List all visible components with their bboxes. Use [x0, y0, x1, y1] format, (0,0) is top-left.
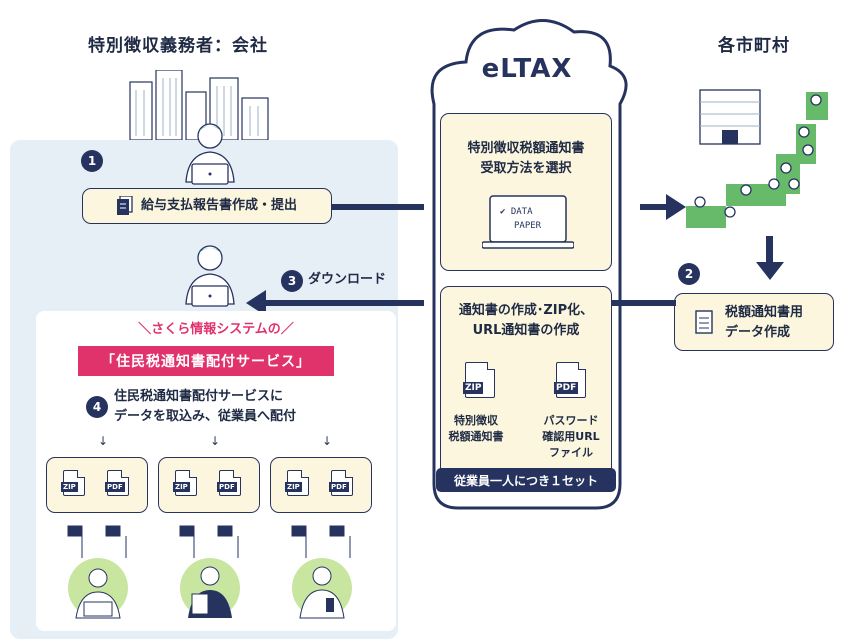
left-title: 特別徴収義務者：会社 [88, 36, 268, 56]
pdf-caption-2: 確認用URL [542, 430, 600, 443]
step-3-label: ダウンロード [308, 272, 387, 287]
arrow-to-city-head [666, 194, 686, 220]
laptop-icon [482, 195, 574, 249]
arrow-download-head [246, 290, 266, 316]
zip-file-icon-large: ZIP [463, 362, 495, 398]
employee-tablet-icon [180, 558, 240, 618]
worker-laptop-icon [185, 123, 235, 185]
pdf-caption-1: パスワード [543, 414, 599, 427]
down-arrow-icon: ↓ [322, 434, 333, 448]
right-title: 各市町村 [718, 36, 790, 56]
document-icon [695, 310, 713, 334]
document-stack-icon [116, 196, 133, 215]
step-1-label: 給与支払報告書作成・提出 [140, 198, 297, 214]
step-2-line1: 税額通知書用 [725, 305, 804, 320]
worker-laptop-2-icon [185, 245, 235, 307]
step-4-line2: データを取込み、従業員へ配付 [114, 409, 297, 424]
step-2-box: 税額通知書用 データ作成 [674, 293, 834, 351]
step-1-box: 給与支払報告書作成・提出 [82, 188, 332, 224]
step-3-badge: 3 [281, 270, 303, 292]
eltax-create-line2: URL通知書の作成 [472, 323, 580, 338]
eltax-title: eLTAX [481, 54, 573, 84]
per-employee-footer: 従業員一人につき１セット [436, 468, 616, 492]
laptop-paper-label: PAPER [514, 221, 542, 231]
eltax-select-line1: 特別徴収税額通知書 [467, 141, 585, 156]
pdf-file-icon: PDF [105, 470, 129, 496]
zip-caption-1: 特別徴収 [454, 414, 498, 427]
step-2-badge: 2 [678, 263, 700, 285]
arrow-submit [332, 204, 424, 210]
arrow-to-city [640, 204, 670, 210]
sakura-label: ＼さくら情報システムの／ [138, 322, 294, 337]
pdf-caption-3: ファイル [549, 446, 593, 459]
laptop-data-label: ✔ DATA [500, 207, 533, 217]
pdf-file-icon-large: PDF [554, 362, 586, 398]
arrow-down-city-head [756, 262, 784, 280]
step-2-line2: データ作成 [725, 325, 791, 340]
step-1-badge: 1 [81, 150, 103, 172]
pdf-file-icon: PDF [217, 470, 241, 496]
arrow-down-city [766, 236, 773, 264]
step-4-line1: 住民税通知書配付サービスに [114, 389, 284, 404]
step-4-badge: 4 [86, 396, 108, 418]
zip-caption-2: 税額通知書 [448, 430, 504, 443]
zip-file-icon: ZIP [61, 470, 85, 496]
arrow-step2-to-eltax [612, 300, 676, 306]
down-arrow-icon: ↓ [98, 434, 109, 448]
employee-laptop-icon [68, 558, 128, 619]
japan-map-icon [686, 92, 828, 228]
arrow-download [262, 300, 424, 306]
down-arrow-icon: ↓ [210, 434, 221, 448]
eltax-create-line1: 通知書の作成･ZIP化、 [458, 303, 594, 318]
employee-phone-icon [292, 558, 352, 619]
eltax-select-line2: 受取方法を選択 [480, 161, 572, 176]
file-set-2: ZIP PDF [158, 457, 260, 513]
zip-file-icon: ZIP [285, 470, 309, 496]
service-name-banner: 「住民税通知書配付サービス」 [78, 346, 334, 376]
pdf-file-icon: PDF [329, 470, 353, 496]
zip-file-icon: ZIP [173, 470, 197, 496]
city-hall-icon [699, 89, 761, 145]
file-set-1: ZIP PDF [46, 457, 148, 513]
file-set-3: ZIP PDF [270, 457, 372, 513]
mail-arrows [67, 525, 351, 558]
